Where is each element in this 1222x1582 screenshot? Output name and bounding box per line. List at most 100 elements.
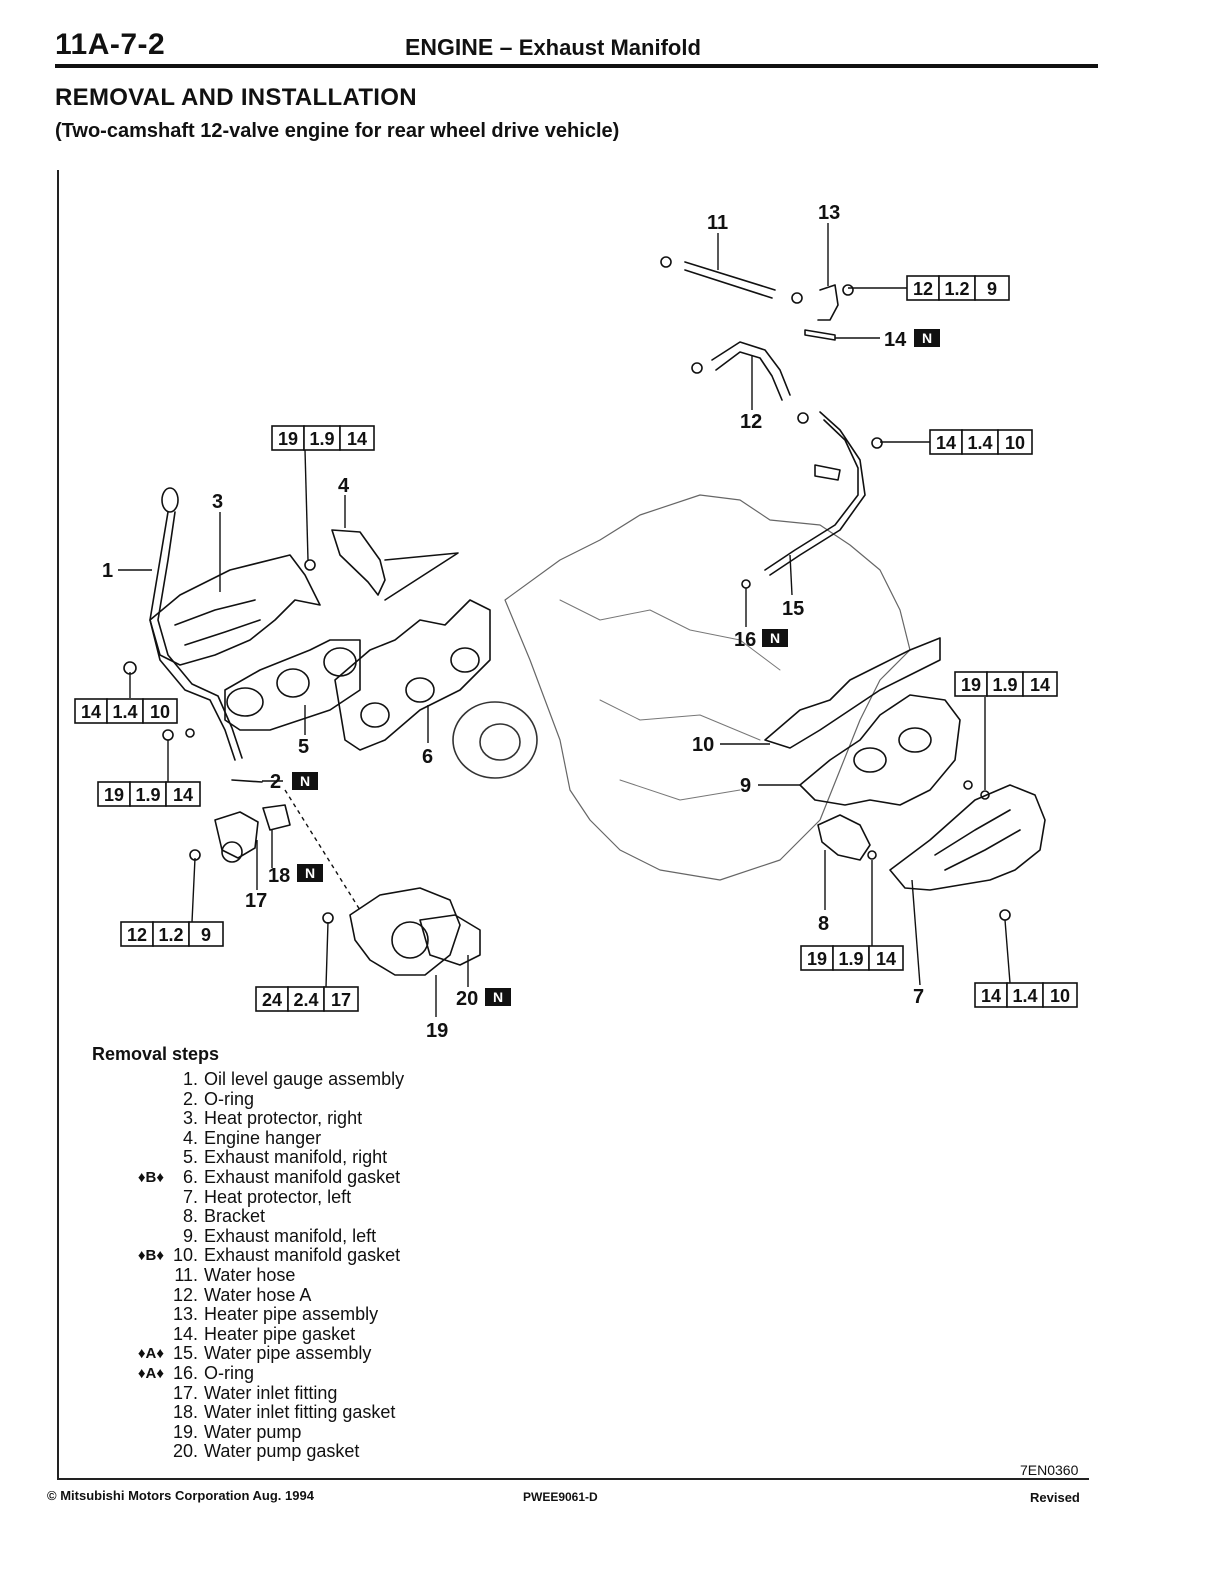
torque-value: 1.4 [1012, 986, 1037, 1006]
header-title-sub: Exhaust Manifold [518, 35, 701, 60]
callout-7: 7 [913, 986, 924, 1008]
gasket-right-hole-1 [360, 702, 390, 728]
step-number: 10. [172, 1245, 198, 1266]
frame-bottom-line [57, 1478, 1089, 1480]
removal-step: 20.Water pump gasket [120, 1442, 520, 1462]
torque-cell [974, 275, 1010, 301]
callout-4: 4 [338, 475, 350, 497]
step-number: 14. [172, 1323, 198, 1344]
step-mark [120, 1207, 168, 1227]
o-ring-2 [231, 779, 263, 783]
nut-right-upper [304, 559, 316, 571]
torque-value: 1.9 [992, 675, 1017, 695]
step-number: 15. [172, 1343, 198, 1364]
step-mark: ♦B♦ [137, 1168, 164, 1186]
step-text: Exhaust manifold, right [204, 1147, 388, 1168]
torque-value: 19 [807, 949, 827, 969]
header-title-main: ENGINE [405, 34, 494, 60]
oil-gauge-rod [149, 511, 236, 761]
leader-tq17 [191, 857, 196, 923]
step-mark [120, 1148, 168, 1168]
step-mark [120, 1403, 168, 1423]
step-text: Heater pipe gasket [204, 1323, 356, 1344]
document-code: PWEE9061-D [523, 1490, 598, 1504]
new-part-mark-text: N [493, 989, 503, 1005]
torque-cell [868, 945, 904, 971]
torque-value: 9 [201, 925, 211, 945]
step-number: 12. [172, 1284, 198, 1305]
step-mark [120, 1442, 168, 1462]
engine-block-detail [559, 599, 781, 801]
step-text: Water hose A [204, 1284, 312, 1305]
step-number: 13. [172, 1304, 198, 1325]
torque-cell [997, 429, 1033, 455]
torque-value: 14 [81, 702, 101, 722]
removal-step: 2.O-ring [120, 1088, 520, 1110]
callout-3: 3 [212, 491, 223, 513]
torque-value: 14 [936, 433, 956, 453]
step-mark [120, 1090, 168, 1110]
removal-step: ♦A♦16.O-ring [120, 1362, 520, 1384]
clamp-12 [691, 362, 703, 374]
heater-pipe-13 [817, 284, 839, 321]
torque-value: 19 [278, 429, 298, 449]
torque-cell [929, 429, 963, 455]
step-number: 17. [172, 1382, 198, 1403]
torque-value: 10 [1050, 986, 1070, 1006]
leader-tq7 [1004, 919, 1011, 984]
heat-protector-left-detail [934, 809, 1021, 871]
o-ring-16 [741, 579, 751, 589]
nut-bracket-8 [867, 850, 877, 860]
torque-value: 14 [876, 949, 896, 969]
water-inlet-port [221, 841, 243, 863]
torque-value: 2.4 [293, 990, 318, 1010]
water-pump-gasket-20 [419, 914, 481, 966]
torque-value: 1.9 [309, 429, 334, 449]
removal-step: 4.Engine hanger [120, 1127, 520, 1149]
leader-tq19 [325, 921, 329, 988]
callout-14: 14 [884, 329, 907, 351]
torque-cell [323, 986, 359, 1012]
page-number: 11A-7-2 [55, 28, 166, 61]
torque-value: 1.9 [838, 949, 863, 969]
torque-value: 1.4 [967, 433, 992, 453]
removal-step: 11.Water hose [120, 1265, 520, 1286]
step-number: 16. [172, 1362, 198, 1383]
step-text: Engine hanger [204, 1127, 322, 1148]
new-part-mark-box [914, 329, 940, 347]
header-title-sep: – [499, 34, 513, 60]
step-number: 20. [172, 1441, 198, 1462]
removal-step: 9.Exhaust manifold, left [120, 1226, 520, 1247]
torque-value: 1.4 [112, 702, 137, 722]
step-mark [120, 1109, 168, 1129]
step-text: Water inlet fitting gasket [204, 1402, 396, 1423]
torque-cell [800, 945, 834, 971]
exhaust-gasket-left [764, 637, 941, 749]
removal-step: 5.Exhaust manifold, right [120, 1148, 520, 1168]
new-part-mark-20: N [485, 988, 511, 1006]
bolt-19 [322, 912, 334, 924]
leader-15 [789, 554, 793, 596]
header-title: ENGINE – Exhaust Manifold [405, 34, 701, 61]
header-rule [55, 64, 1098, 68]
revision-status: Revised [1030, 1490, 1080, 1505]
removal-step: 7.Heat protector, left [120, 1187, 520, 1208]
leader-7 [911, 879, 921, 986]
copyright: © Mitsubishi Motors Corporation Aug. 199… [47, 1488, 314, 1503]
section-subtitle: (Two-camshaft 12-valve engine for rear w… [55, 120, 620, 142]
callout-16: 16 [734, 629, 756, 651]
step-number: 3. [182, 1108, 198, 1129]
step-number: 6. [182, 1166, 198, 1187]
step-mark [120, 1129, 168, 1149]
torque-cell [165, 781, 201, 807]
removal-step: 14. Heater pipe gasket [120, 1323, 520, 1345]
bolt-left-lower [999, 909, 1011, 921]
gasket-right-hole-2 [405, 677, 435, 703]
torque-value: 14 [347, 429, 367, 449]
step-text: O-ring [204, 1088, 255, 1109]
step-mark [120, 1286, 168, 1306]
callout-1: 1 [102, 560, 113, 582]
